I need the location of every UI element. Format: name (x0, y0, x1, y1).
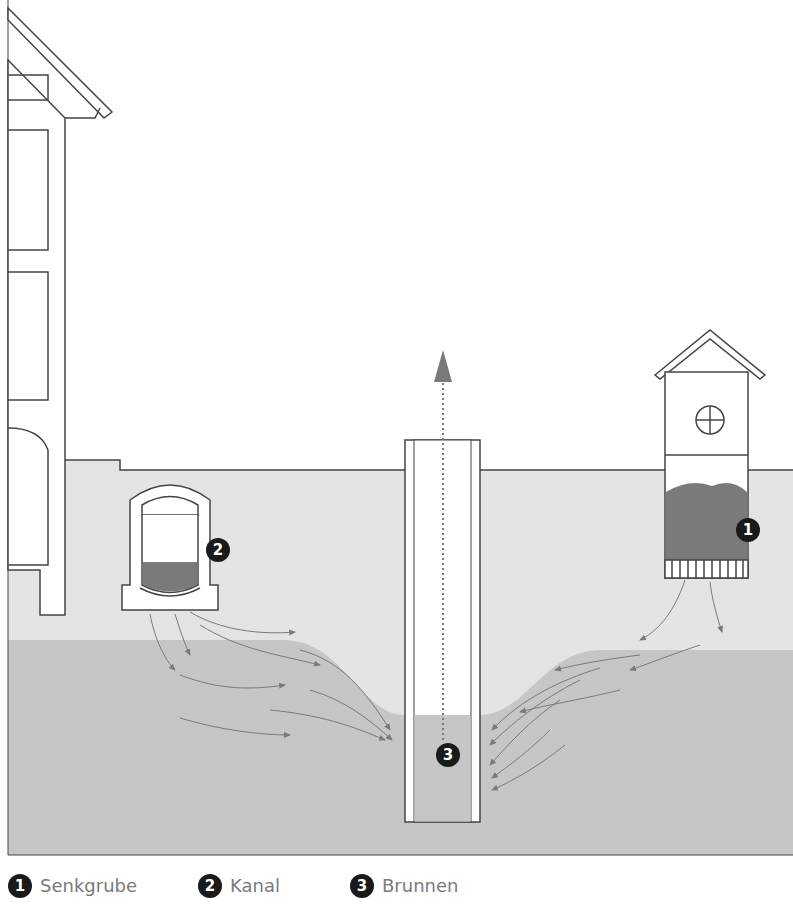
frame (8, 0, 793, 855)
callout-number: 1 (736, 518, 760, 542)
arrow-head (434, 350, 452, 382)
callout-number: 2 (206, 538, 230, 562)
legend-markers (8, 874, 374, 898)
house (8, 8, 112, 615)
callout-number: 3 (436, 743, 460, 767)
canal (122, 485, 230, 610)
groundwater (8, 640, 793, 855)
privy (655, 330, 765, 578)
legend-text: Kanal (230, 874, 280, 898)
ground (8, 460, 793, 855)
dotted-arrow (442, 380, 444, 740)
callout-number: 2 (198, 874, 222, 898)
flow-arrows (150, 580, 722, 790)
callout-number: 1 (8, 874, 32, 898)
legend-text: Brunnen (382, 874, 458, 898)
legend-text: Senkgrube (40, 874, 137, 898)
well (405, 440, 480, 822)
callout-number: 3 (350, 874, 374, 898)
